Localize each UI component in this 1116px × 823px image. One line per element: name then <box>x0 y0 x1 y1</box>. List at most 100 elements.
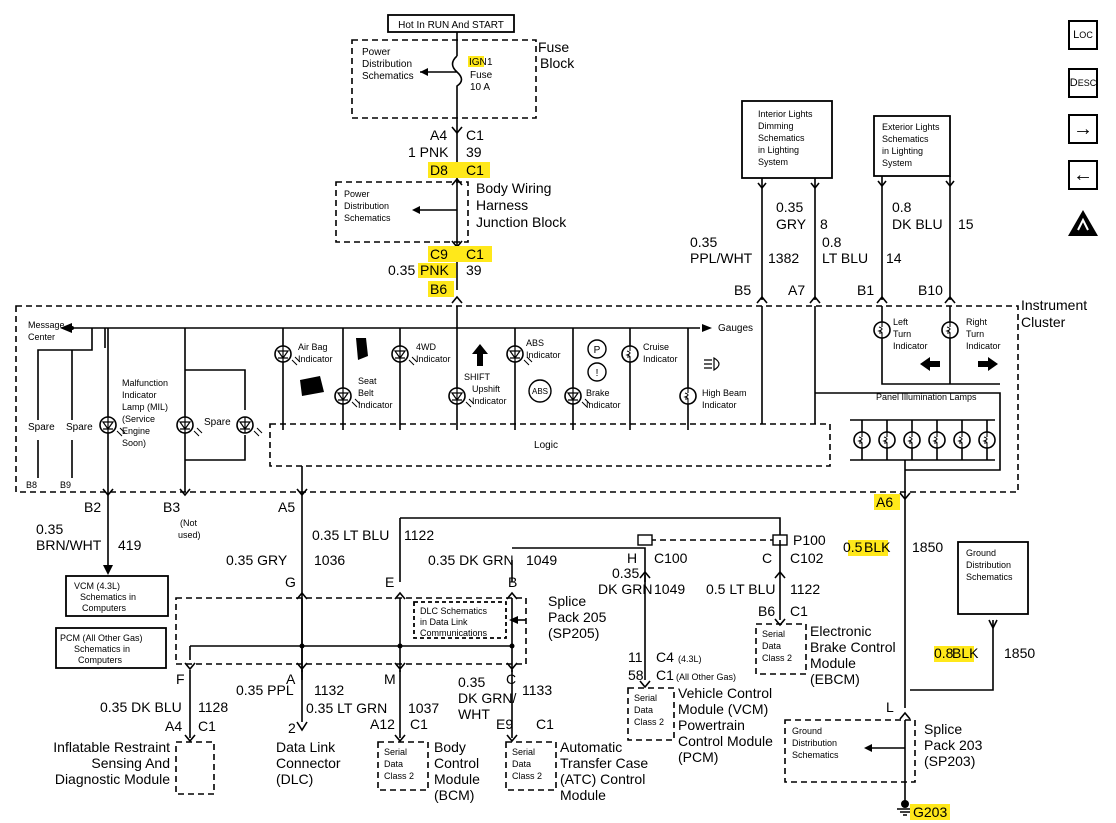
exterior-line2: Schematics <box>882 134 929 144</box>
mil-6: Soon) <box>122 438 146 448</box>
dkgrnwht-gauge: 0.35 <box>458 674 485 690</box>
vcm-3: Computers <box>82 603 127 613</box>
c100-label: C100 <box>654 550 688 566</box>
bcm-serial-3: Class 2 <box>384 771 414 781</box>
gnd-dist-box <box>957 541 1029 615</box>
dkgrn3-gauge: 0.35 <box>612 565 639 581</box>
dkgrn3-color: DK GRN <box>598 581 652 597</box>
b6-highlight <box>428 281 454 297</box>
ebcm-3: Module <box>810 655 856 671</box>
interior-line3: Schematics <box>758 133 805 143</box>
seatbelt-3: Indicator <box>358 400 393 410</box>
c9-label: C9 <box>430 246 448 262</box>
pds1-line2: Distribution <box>362 59 412 70</box>
atc-2: Transfer Case <box>560 755 648 771</box>
dlc-3: (DLC) <box>276 771 313 787</box>
highbeam-2: Indicator <box>702 400 737 410</box>
blk2-color: BLK <box>952 645 979 661</box>
prev-arrow-icon[interactable]: ← <box>1068 160 1098 190</box>
ltblu3-ckt: 1122 <box>790 581 820 597</box>
vcm-serial-1: Serial <box>634 693 657 703</box>
dkgrnwht-ckt: 1133 <box>522 682 552 698</box>
panel-lamp-wires <box>850 419 995 492</box>
gry-ckt: 8 <box>820 216 828 232</box>
dlc-sch-3: Communications <box>420 628 488 638</box>
mil-3: Lamp (MIL) <box>122 402 168 412</box>
mil-2: Indicator <box>122 390 157 400</box>
dlc-schematics-box <box>413 601 507 639</box>
two-label: 2 <box>288 720 296 736</box>
ebcm-2: Brake Control <box>810 639 896 655</box>
vcm-pcm-2: Module (VCM) <box>678 701 768 717</box>
n11-label: 11 <box>628 649 643 665</box>
c100-connector <box>637 534 653 546</box>
loc-l: L <box>1073 29 1080 41</box>
c1c-label: C1 <box>466 246 484 262</box>
atc-serial-2: Data <box>512 759 531 769</box>
c1-e9-label: C1 <box>536 716 554 732</box>
a4-label: A4 <box>430 127 447 143</box>
desc-c: C <box>1089 78 1097 88</box>
cruise-2: Indicator <box>643 354 678 364</box>
d8-highlight <box>428 162 490 178</box>
spare-2: Spare <box>66 422 93 433</box>
ltblu-color: LT BLU <box>822 250 868 266</box>
irsdm-1: Inflatable Restraint <box>53 739 170 755</box>
ltgrn-ckt: 1037 <box>408 700 439 716</box>
splice205-1: Splice <box>548 593 586 609</box>
dkblu-gauge: 0.8 <box>892 199 912 215</box>
module-drops <box>189 670 513 738</box>
highbeam-icon <box>704 356 720 372</box>
bcm-serial-2: Data <box>384 759 403 769</box>
vcm-pcm-3: Powertrain <box>678 717 745 733</box>
b1-label: B1 <box>857 282 874 298</box>
h-label: H <box>627 550 637 566</box>
dkgrnwht-color-2: WHT <box>458 706 490 722</box>
pnk-ckt: 39 <box>466 144 482 160</box>
atc-4: Module <box>560 787 606 803</box>
irsdm-2: Sensing And <box>91 755 170 771</box>
c1-a12-label: C1 <box>410 716 428 732</box>
atc-1: Automatic <box>560 739 622 755</box>
brn-color: BRN/WHT <box>36 537 102 553</box>
next-arrow-icon[interactable]: → <box>1068 114 1098 144</box>
data-link-wires <box>399 517 781 582</box>
dkblu-ckt: 15 <box>958 216 974 232</box>
g203-label: G203 <box>913 804 947 820</box>
bcm-serial-1: Serial <box>384 747 407 757</box>
cluster-right-wires <box>761 306 1001 471</box>
a5-label: A5 <box>278 499 295 515</box>
right-turn-2: Turn <box>966 329 984 339</box>
junction-label-3: Junction Block <box>476 214 567 230</box>
fuse-num: 1 <box>487 57 493 68</box>
c1-other-note: (All Other Gas) <box>676 672 736 682</box>
seatbelt-2: Belt <box>358 388 374 398</box>
g203-highlight <box>910 804 950 820</box>
pds2-line3: Schematics <box>344 213 391 223</box>
atc-outline <box>505 741 557 791</box>
gnd-dist2-1: Ground <box>792 726 822 736</box>
splice205-2: Pack 205 <box>548 609 607 625</box>
atc-serial-1: Serial <box>512 747 535 757</box>
ebcm-serial-1: Serial <box>762 629 785 639</box>
gry2-ckt: 1036 <box>314 552 345 568</box>
loc-c: C <box>1086 30 1093 40</box>
desc-d: D <box>1069 77 1078 89</box>
pds2-line2: Distribution <box>344 201 389 211</box>
indicator-wires <box>282 328 689 430</box>
shift-2: Upshift <box>472 384 501 394</box>
c1-b6-label: C1 <box>790 603 808 619</box>
c4-note: (4.3L) <box>678 654 702 664</box>
desc-e: E <box>1077 78 1084 88</box>
a-label: A <box>286 671 296 687</box>
d8-label: D8 <box>430 162 448 178</box>
splice205-3: (SP205) <box>548 625 599 641</box>
brn-gauge: 0.35 <box>36 521 63 537</box>
pnk2-gauge: 0.35 <box>388 262 415 278</box>
panel-lamps-label: Panel Illumination Lamps <box>876 392 977 402</box>
brake-excl-text: ! <box>596 368 599 379</box>
ltgrn-label: 0.35 LT GRN <box>306 700 387 716</box>
seatbelt-icon <box>356 338 368 360</box>
